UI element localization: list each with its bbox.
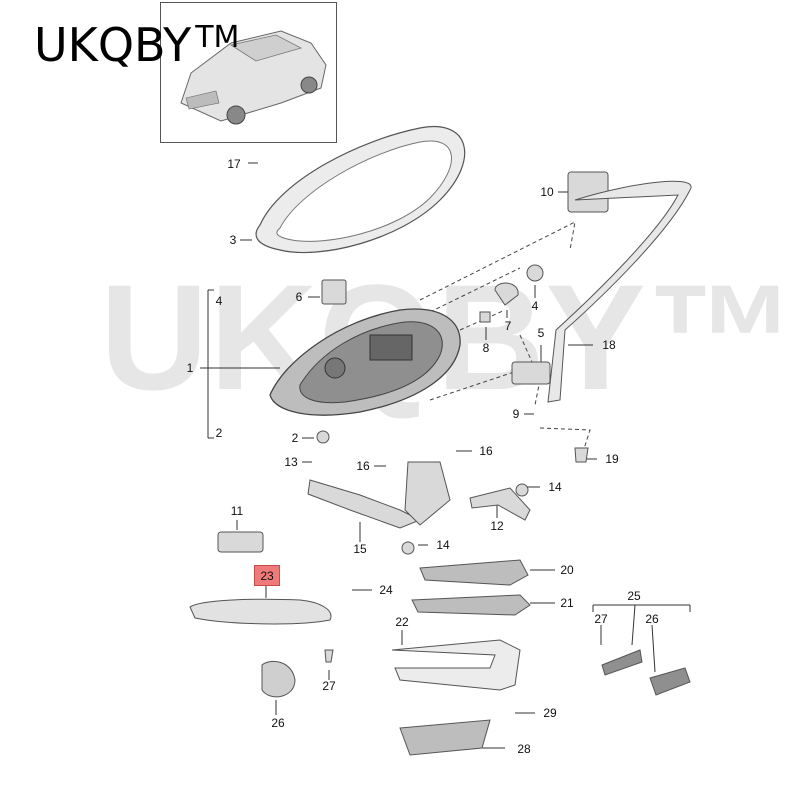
callout-14-lower: 14	[436, 538, 450, 552]
callout-26-side: 26	[645, 612, 659, 626]
wiring-harness-18	[547, 180, 692, 403]
side-marker-25	[601, 649, 643, 676]
bracket-12	[469, 487, 531, 521]
headlight-gasket	[255, 125, 466, 254]
small-parts	[189, 171, 692, 756]
trim-panel-21	[411, 594, 531, 616]
callout-12: 12	[490, 519, 504, 533]
nut-14	[401, 541, 415, 555]
callout-5: 5	[537, 326, 545, 340]
callout-27-side: 27	[594, 612, 608, 626]
callout-24: 24	[379, 583, 393, 597]
callout-1: 1	[186, 361, 194, 375]
module-11	[217, 531, 264, 553]
cap-4	[526, 264, 544, 282]
callout-2-bracket: 2	[215, 426, 223, 440]
callout-23: 23	[260, 568, 274, 583]
daytime-running-light-23	[189, 598, 332, 625]
callout-26: 26	[271, 716, 285, 730]
bracket-upper	[404, 461, 451, 526]
callout-6: 6	[295, 290, 303, 304]
leader-lines	[200, 162, 691, 749]
callout-27: 27	[322, 679, 336, 693]
callout-7: 7	[504, 319, 512, 333]
callout-29: 29	[543, 706, 557, 720]
callout-3: 3	[229, 233, 237, 247]
callout-17: 17	[227, 157, 241, 171]
callout-22: 22	[395, 615, 409, 629]
grommet-2	[316, 430, 330, 444]
callout-2: 2	[291, 431, 299, 445]
seal-7	[494, 282, 519, 306]
fog-housing-28	[399, 719, 491, 756]
callout-10: 10	[540, 185, 554, 199]
callout-11: 11	[230, 504, 244, 518]
actuator-6	[321, 279, 347, 305]
headlight-housing	[269, 308, 461, 416]
trademark-mark: TM	[195, 20, 240, 55]
grille-frame-22	[391, 639, 521, 691]
callout-20: 20	[560, 563, 574, 577]
side-marker-lens-26	[649, 667, 691, 696]
callout-15: 15	[353, 542, 367, 556]
fog-lamp-26	[261, 660, 296, 698]
callout-14-upper: 14	[548, 480, 562, 494]
connector-19	[574, 447, 589, 463]
clip-8	[479, 311, 491, 323]
brand-name: UKQBY	[34, 18, 192, 72]
callout-19: 19	[605, 452, 619, 466]
callout-16-left: 16	[356, 459, 370, 473]
callout-18: 18	[602, 338, 616, 352]
vehicle-thumbnail	[180, 30, 327, 125]
callout-4-bracket: 4	[215, 294, 223, 308]
callout-8: 8	[482, 341, 490, 355]
nut-14-upper	[515, 483, 529, 497]
ballast-5	[511, 361, 551, 385]
callout-9: 9	[512, 407, 520, 421]
callout-28: 28	[517, 742, 531, 756]
callout-21: 21	[560, 596, 574, 610]
trim-panel-20	[419, 559, 529, 586]
vehicle-inset-frame	[160, 2, 337, 143]
screw-27	[324, 649, 334, 663]
callout-25: 25	[627, 589, 641, 603]
highlighted-part-23: 23	[254, 565, 280, 586]
bracket-15	[307, 479, 422, 529]
callout-13: 13	[284, 455, 298, 469]
callout-4-cap: 4	[531, 299, 539, 313]
callout-16-right: 16	[479, 444, 493, 458]
